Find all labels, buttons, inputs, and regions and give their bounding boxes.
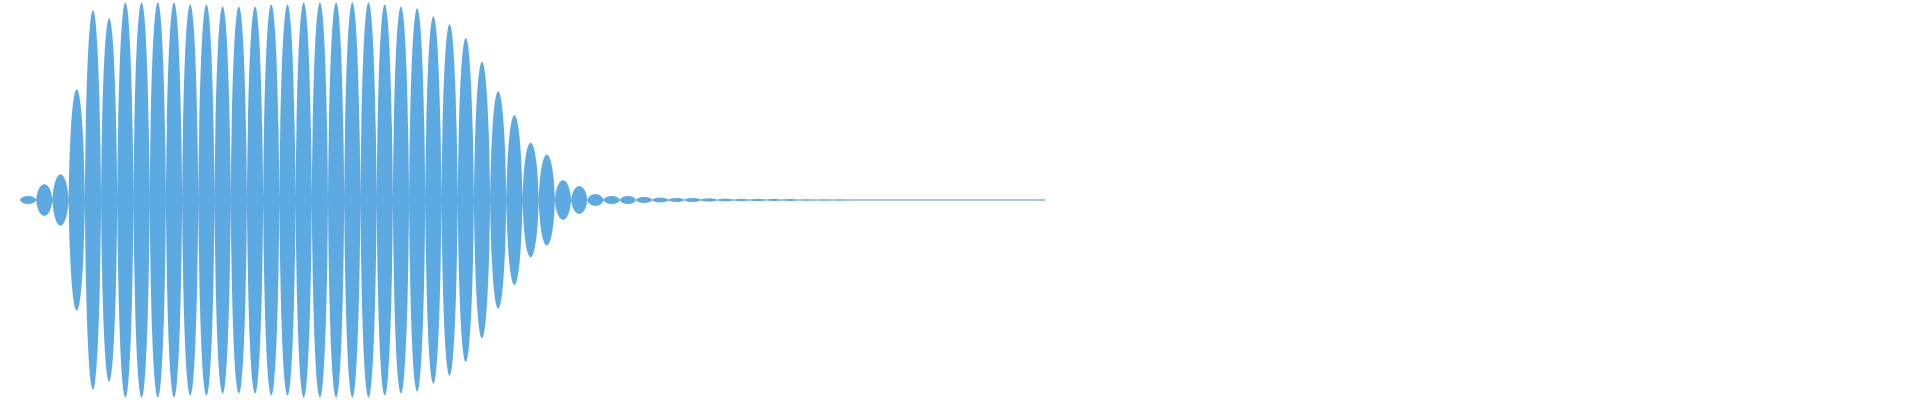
waveform-shape — [20, 2, 1046, 398]
